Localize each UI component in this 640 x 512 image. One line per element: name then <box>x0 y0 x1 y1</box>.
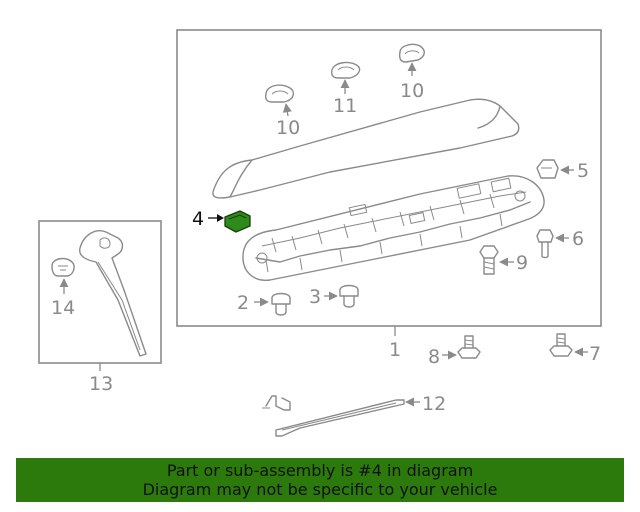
callout-8: 8 <box>428 346 440 368</box>
callout-1: 1 <box>389 339 401 361</box>
brake-light-12 <box>262 395 405 437</box>
callout-14: 14 <box>51 297 75 319</box>
nut-5 <box>536 159 559 179</box>
callout-10-right: 10 <box>400 80 424 102</box>
bolt-9 <box>479 245 499 275</box>
clip-14 <box>51 257 75 277</box>
callout-10-left: 10 <box>276 117 300 139</box>
pad-11 <box>330 61 361 79</box>
callout-6: 6 <box>572 228 584 250</box>
callout-4: 4 <box>192 208 204 230</box>
pad-10-right <box>398 43 425 63</box>
clip-3 <box>339 284 359 308</box>
callout-7: 7 <box>589 343 601 365</box>
callout-11: 11 <box>333 95 357 117</box>
bolt-8 <box>457 335 481 359</box>
info-banner: Part or sub-assembly is #4 in diagram Di… <box>16 458 624 502</box>
leader-10-left <box>282 103 292 117</box>
assembly-box-1 <box>176 29 602 327</box>
banner-line-part-info: Part or sub-assembly is #4 in diagram <box>166 461 474 480</box>
callout-2: 2 <box>237 292 249 314</box>
spoiler-frame <box>242 175 545 281</box>
clip-4-highlighted <box>224 210 251 233</box>
spoiler-cover <box>212 98 520 199</box>
callout-9: 9 <box>516 252 528 274</box>
banner-line-disclaimer: Diagram may not be specific to your vehi… <box>142 480 498 499</box>
callout-12: 12 <box>422 393 446 415</box>
callout-13: 13 <box>89 373 113 395</box>
side-garnish-13 <box>79 230 147 357</box>
callout-5: 5 <box>577 160 589 182</box>
pad-10-left <box>264 84 295 103</box>
bolt-7 <box>549 333 573 357</box>
clip-2 <box>271 292 291 316</box>
callout-3: 3 <box>309 286 321 308</box>
arrowhead-4 <box>217 214 224 222</box>
stud-6 <box>536 229 554 259</box>
